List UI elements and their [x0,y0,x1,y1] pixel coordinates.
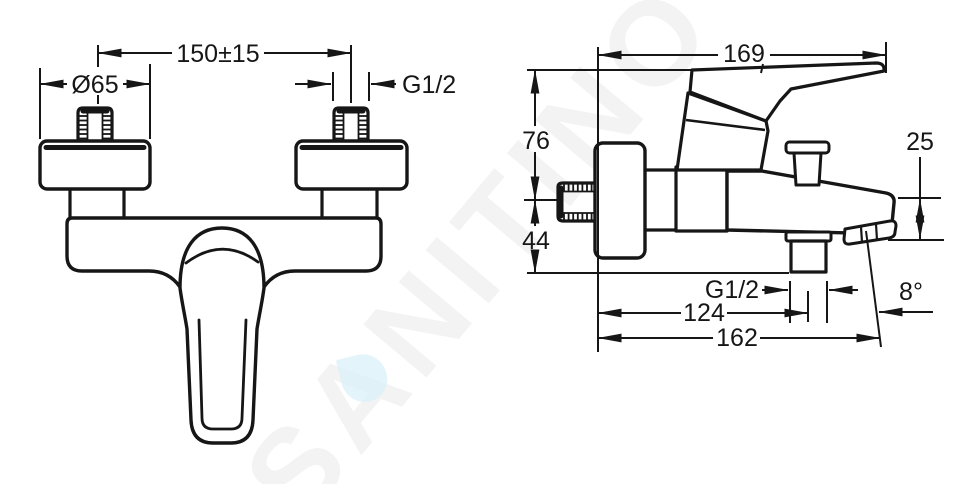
aerator [842,219,898,246]
dim-169-label: 169 [723,40,765,68]
dim-162-label: 162 [716,324,758,352]
handle-top-highlight-line [184,247,260,265]
dimension-thread-side: G1/2 [705,276,858,323]
dimension-thread-front: G1/2 [295,71,456,101]
dimension-outlet-reach: 124 [597,291,809,327]
dimension-overall-length: 169 [597,40,887,352]
inlet-thread-left [76,106,114,143]
dim-76-label: 76 [522,127,550,155]
dim-44-label: 44 [522,227,550,255]
dimension-spout-angle: 8° [865,230,933,348]
dimension-height-below-axis: 44 [522,199,550,274]
dim-124-label: 124 [683,299,725,327]
wall-rosette-left [38,139,152,191]
wall-rosette-right [294,139,409,191]
handle-blade-part-line [760,63,764,74]
inlet-thread-right [332,106,370,143]
spout [725,169,896,236]
handshower-outlet [784,230,833,274]
dim-g12-side-label: G1/2 [705,276,759,304]
dimension-height-above-axis: 76 [522,69,550,201]
wall-thread-stub [556,181,597,223]
connection-necks [68,188,379,220]
handle-side-view [675,61,886,172]
diverter-knob [784,140,831,187]
side-view-bath-mixer: 169 76 44 25 [522,40,944,352]
body-block [674,165,729,233]
dim-g12-front-label: G1/2 [402,71,456,99]
dim-d65-label: Ø65 [71,71,118,99]
handle-dome-joint-line [685,118,766,132]
dimension-rosette-diameter: Ø65 [39,64,151,139]
dim-25-label: 25 [906,128,934,156]
dim-150-label: 150±15 [176,40,259,68]
handle-blade [688,61,886,123]
front-view-shower-mixer: 150±15 Ø65 G1/2 [38,40,456,445]
dimension-total-reach: 162 [597,324,881,352]
dimension-spout-end-height: 25 [888,128,944,241]
dim-8deg-label: 8° [899,278,923,306]
body-neck [643,168,678,232]
wall-flange [593,141,647,260]
handle-inner-outline [197,318,248,431]
dimension-pipe-spacing: 150±15 [97,40,352,104]
lever-handle [178,226,266,445]
